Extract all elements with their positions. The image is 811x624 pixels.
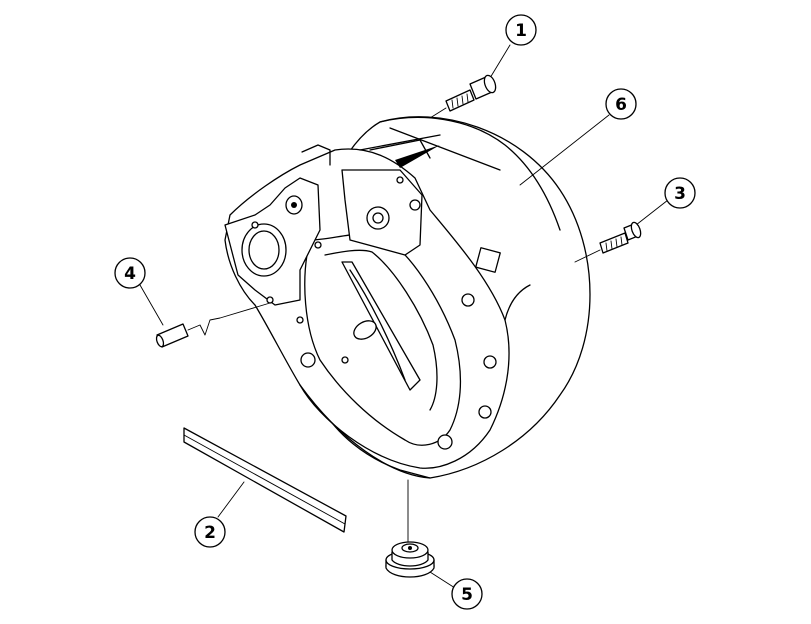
callout-2-label: 2 xyxy=(204,523,216,543)
capscrew-right xyxy=(574,199,669,263)
capscrew-top xyxy=(429,44,511,119)
callout-3: 3 xyxy=(664,177,696,209)
callout-1-label: 1 xyxy=(515,21,527,41)
callout-5: 5 xyxy=(451,578,483,610)
callout-6-label: 6 xyxy=(615,95,627,115)
bolt-holes xyxy=(251,176,497,450)
callout-3-label: 3 xyxy=(674,184,686,204)
callout-2: 2 xyxy=(194,516,226,548)
callout-4: 4 xyxy=(114,257,146,289)
callout-1: 1 xyxy=(505,14,537,46)
plug xyxy=(385,479,456,589)
callout-6: 6 xyxy=(605,88,637,120)
flywheel-housing xyxy=(224,116,591,479)
dowel-pin xyxy=(139,284,271,348)
callout-5-label: 5 xyxy=(461,585,473,605)
callout-4-label: 4 xyxy=(124,264,136,284)
gasket-strip xyxy=(183,427,347,533)
